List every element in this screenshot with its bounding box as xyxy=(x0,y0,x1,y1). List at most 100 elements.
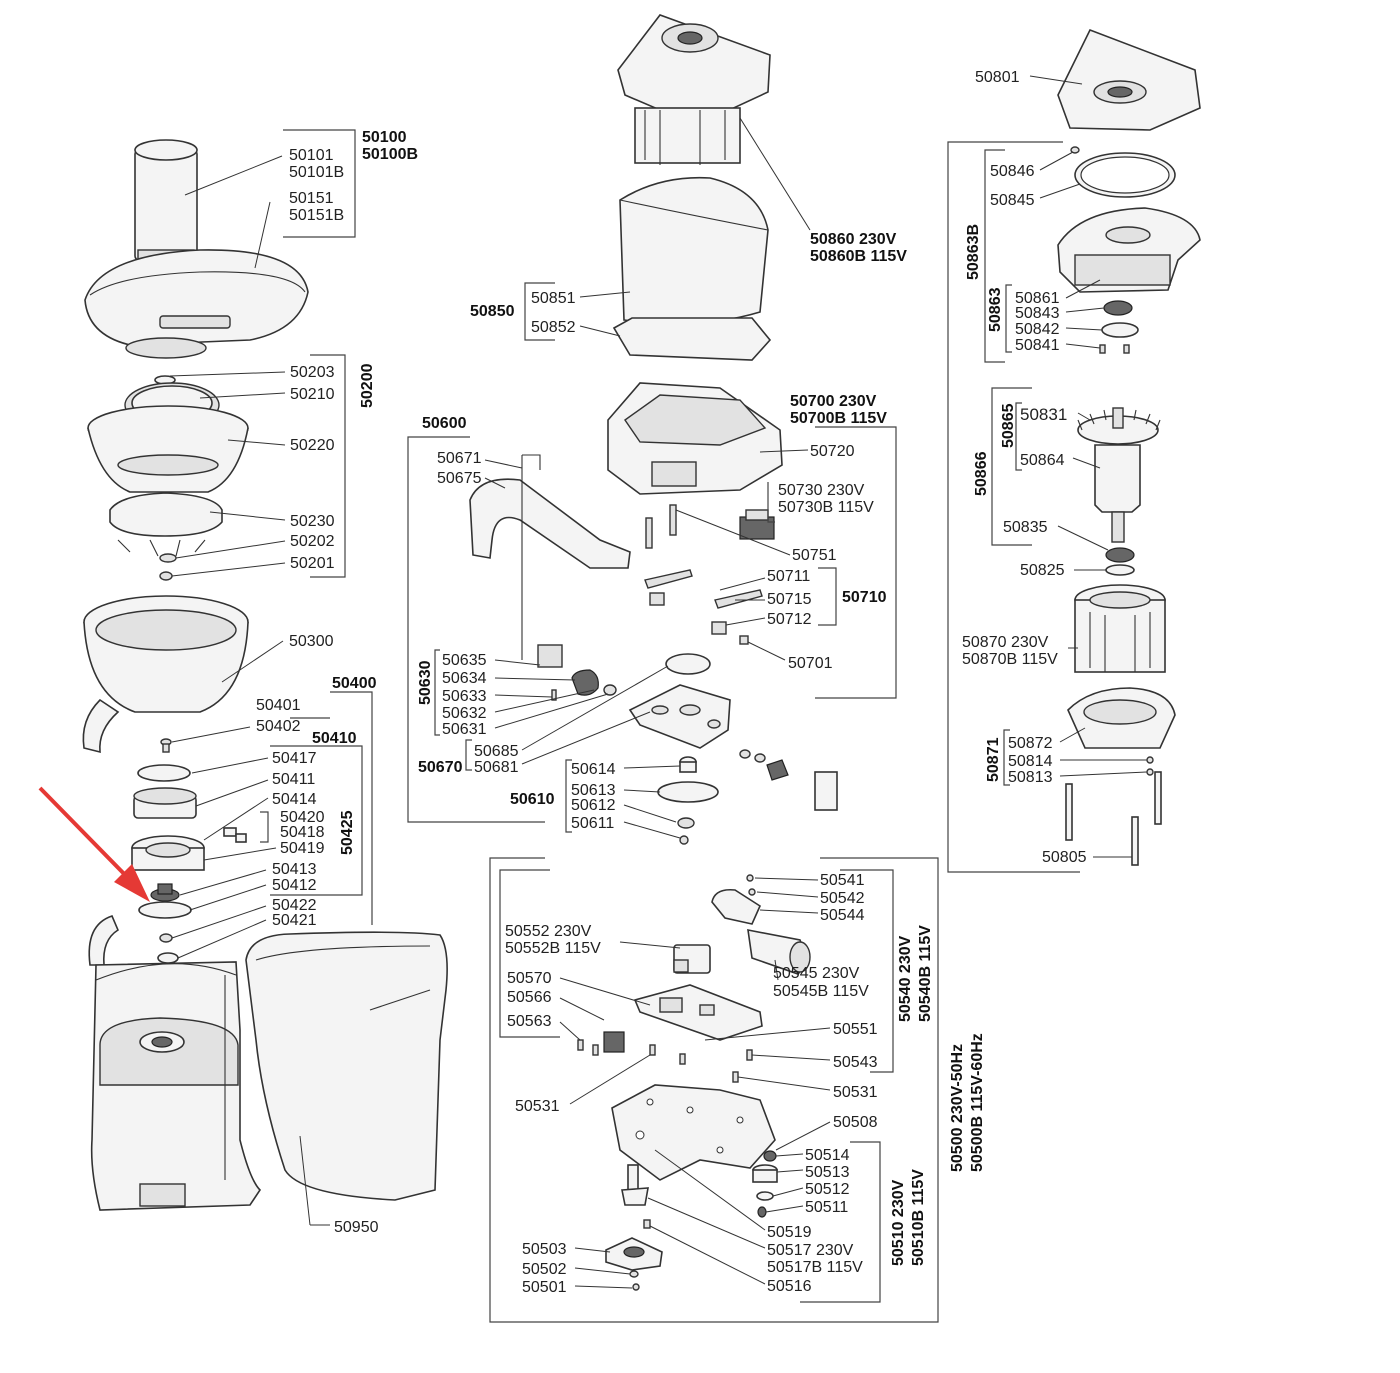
label-50710: 50710 xyxy=(842,589,887,606)
label-50631: 50631 xyxy=(442,721,487,738)
label-50842: 50842 xyxy=(1015,321,1060,338)
label-50401: 50401 xyxy=(256,697,301,714)
shroud-50851 xyxy=(612,176,772,361)
label-50420: 50420 xyxy=(280,809,325,826)
label-50516: 50516 xyxy=(767,1278,812,1295)
pointer-arrow xyxy=(38,786,150,902)
label-50871: 50871 xyxy=(985,737,1002,782)
label-50500b: 50500B 115V-60Hz xyxy=(969,1033,986,1172)
label-50634: 50634 xyxy=(442,670,487,687)
label-50202: 50202 xyxy=(290,533,335,550)
capacitor-50552 xyxy=(673,944,711,974)
label-50846: 50846 xyxy=(990,163,1035,180)
fan-housing-50861 xyxy=(1057,207,1201,354)
label-50543: 50543 xyxy=(833,1054,878,1071)
pulp-bowl-50300 xyxy=(82,595,249,754)
top-plate-50801 xyxy=(1057,28,1201,131)
label-50814: 50814 xyxy=(1008,753,1053,770)
label-50503: 50503 xyxy=(522,1241,567,1258)
armature-50866 xyxy=(1077,407,1161,576)
label-50870b: 50870B 115V xyxy=(962,651,1058,668)
label-50632: 50632 xyxy=(442,705,487,722)
label-50531-right: 50531 xyxy=(833,1084,878,1101)
label-50612: 50612 xyxy=(571,797,616,814)
label-50200: 50200 xyxy=(359,363,376,408)
label-50400: 50400 xyxy=(332,675,377,692)
grater-50230 xyxy=(109,492,223,581)
label-50600: 50600 xyxy=(422,415,467,432)
label-50100: 50100 xyxy=(362,129,407,146)
label-50210: 50210 xyxy=(290,386,335,403)
label-50100b: 50100B xyxy=(362,146,418,163)
label-50671: 50671 xyxy=(437,450,482,467)
label-50566: 50566 xyxy=(507,989,552,1006)
label-50501: 50501 xyxy=(522,1279,567,1296)
label-50700b: 50700B 115V xyxy=(790,410,887,427)
label-50681: 50681 xyxy=(474,759,519,776)
label-50813: 50813 xyxy=(1008,769,1053,786)
label-50502: 50502 xyxy=(522,1261,567,1278)
label-50845: 50845 xyxy=(990,192,1035,209)
label-50542: 50542 xyxy=(820,890,865,907)
label-50851: 50851 xyxy=(531,290,576,307)
label-50950: 50950 xyxy=(334,1219,379,1236)
label-50421: 50421 xyxy=(272,912,317,929)
label-50865: 50865 xyxy=(1000,403,1017,448)
label-50701: 50701 xyxy=(788,655,833,672)
label-50512: 50512 xyxy=(805,1181,850,1198)
screws-50751 xyxy=(645,504,677,549)
label-50201: 50201 xyxy=(290,555,335,572)
label-50860: 50860 230V xyxy=(810,231,897,248)
label-50611: 50611 xyxy=(571,815,614,832)
label-50563: 50563 xyxy=(507,1013,552,1030)
switch-50730 xyxy=(739,509,775,540)
label-50831: 50831 xyxy=(1020,405,1067,424)
label-50610: 50610 xyxy=(510,791,555,808)
label-50101: 50101 xyxy=(289,147,334,164)
label-50751: 50751 xyxy=(792,547,837,564)
label-50513: 50513 xyxy=(805,1164,850,1181)
label-50715: 50715 xyxy=(767,591,812,608)
label-50418: 50418 xyxy=(280,824,325,841)
label-50630: 50630 xyxy=(417,660,434,705)
bracket-plate-50570 xyxy=(633,984,763,1041)
label-50417: 50417 xyxy=(272,750,317,767)
label-50860b: 50860B 115V xyxy=(810,248,907,265)
label-50635: 50635 xyxy=(442,652,487,669)
label-50531-left: 50531 xyxy=(515,1098,560,1115)
label-50670: 50670 xyxy=(418,759,463,776)
label-50711: 50711 xyxy=(767,568,810,585)
label-50544: 50544 xyxy=(820,907,865,924)
label-50419: 50419 xyxy=(280,840,325,857)
label-50545b: 50545B 115V xyxy=(773,983,869,1000)
label-50864: 50864 xyxy=(1020,452,1065,469)
label-50552: 50552 230V xyxy=(505,923,592,940)
label-50540: 50540 230V xyxy=(897,935,914,1022)
label-50220: 50220 xyxy=(290,437,335,454)
label-50541: 50541 xyxy=(820,872,865,889)
label-50300: 50300 xyxy=(289,633,334,650)
mount-50503 xyxy=(605,1237,663,1291)
label-50511: 50511 xyxy=(805,1199,848,1216)
label-50422: 50422 xyxy=(272,897,317,914)
label-50835: 50835 xyxy=(1003,519,1048,536)
label-50720: 50720 xyxy=(810,443,855,460)
label-50712: 50712 xyxy=(767,611,812,628)
label-50801: 50801 xyxy=(975,69,1020,86)
label-50613: 50613 xyxy=(571,782,616,799)
label-50508: 50508 xyxy=(833,1114,878,1131)
label-50850: 50850 xyxy=(470,303,515,320)
front-cover-50950 xyxy=(245,931,448,1201)
label-50151: 50151 xyxy=(289,190,334,207)
plate-50670 xyxy=(628,653,838,811)
label-50861: 50861 xyxy=(1015,290,1060,307)
lid-50151 xyxy=(84,249,309,359)
label-50151b: 50151B xyxy=(289,207,344,224)
label-50805: 50805 xyxy=(1042,849,1087,866)
cam-50630 xyxy=(537,644,617,701)
label-50510b: 50510B 115V xyxy=(910,1169,927,1266)
motor-housing-base xyxy=(88,915,262,1211)
gasket-50845 xyxy=(1070,146,1176,198)
label-50866: 50866 xyxy=(973,451,990,496)
